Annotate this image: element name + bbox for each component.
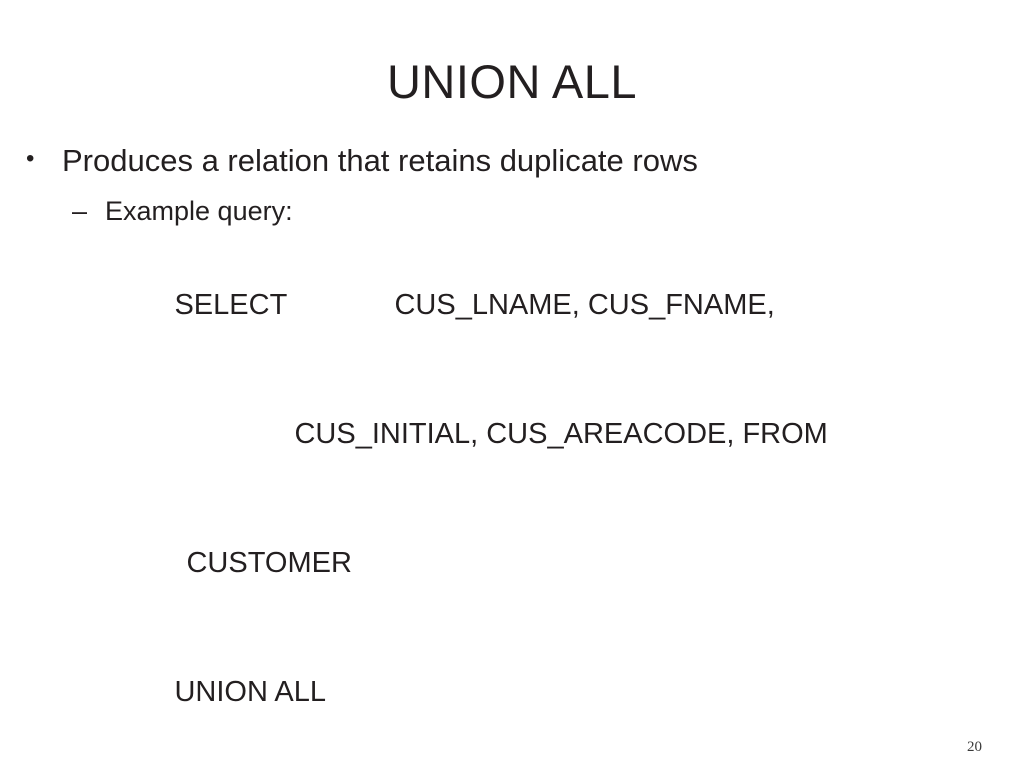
sql-union-all: UNION ALL [174,676,326,709]
bullet-dot-icon: • [26,145,35,172]
bullet-text: Produces a relation that retains duplica… [62,143,698,178]
bullet-item-secondary: – Example query: [0,194,1024,229]
sql-keyword: SELECT [174,289,288,322]
slide-body: • Produces a relation that retains dupli… [0,140,1024,768]
bullet-dash-icon: – [72,196,88,227]
sql-columns: CUS_INITIAL, CUS_AREACODE, FROM [294,418,828,451]
sql-columns: CUS_LNAME, CUS_FNAME, [394,289,775,322]
sql-table-name: CUSTOMER [186,547,352,580]
code-line: SELECT CUS_LNAME, CUS_FNAME, [110,241,1024,370]
bullet-text: Example query: [105,196,293,227]
code-line: UNION ALL [110,628,1024,757]
code-line: CUS_INITIAL, CUS_AREACODE, FROM [110,370,1024,499]
slide-number: 20 [967,739,982,755]
bullet-item-primary: • Produces a relation that retains dupli… [0,140,1024,181]
code-line: CUSTOMER [110,499,1024,628]
sql-code-block: SELECT CUS_LNAME, CUS_FNAME, CUS_INITIAL,… [0,241,1024,768]
page-title: UNION ALL [386,55,638,109]
